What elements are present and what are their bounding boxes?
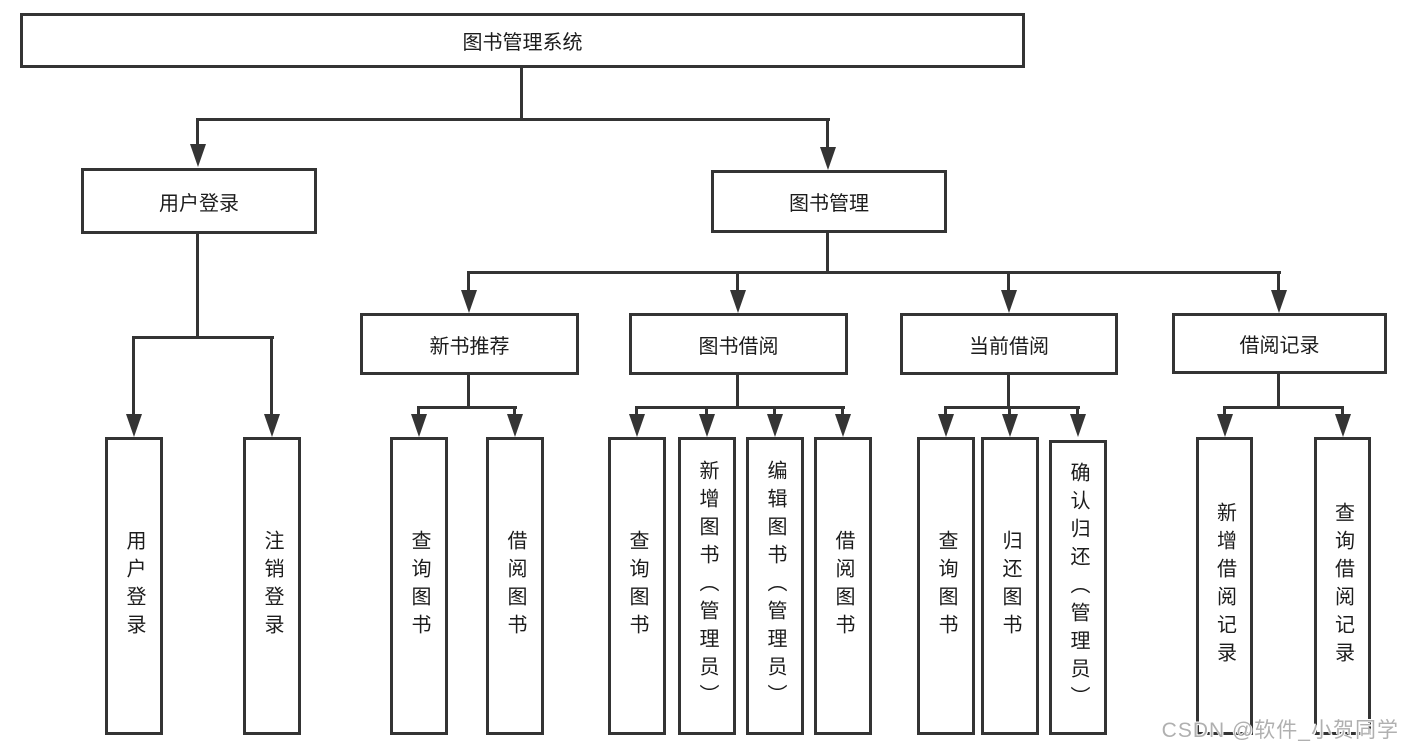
node-new-book-recommend: 新书推荐 xyxy=(360,313,579,375)
arrowhead-cb-query xyxy=(938,414,954,437)
leaf-query-book-borrow: 查询图书 xyxy=(608,437,666,735)
connector-user-login-hline xyxy=(132,336,274,339)
connector-book-mgmt-hline xyxy=(467,271,1281,274)
node-book-mgmt: 图书管理 xyxy=(711,170,947,233)
arrowhead-current-borrow xyxy=(1001,290,1017,313)
node-borrow-record-label: 借阅记录 xyxy=(1239,335,1320,357)
connector-drop-bb-borrow xyxy=(841,406,844,416)
leaf-query-borrow-record: 查询借阅记录 xyxy=(1314,437,1371,735)
connector-drop-cb-query xyxy=(944,406,947,416)
connector-book-borrow-stub xyxy=(736,373,739,409)
node-current-borrow: 当前借阅 xyxy=(900,313,1118,375)
leaf-edit-book-admin: 编辑图书（管理员） xyxy=(746,437,804,735)
node-book-mgmt-label: 图书管理 xyxy=(789,193,869,215)
connector-book-mgmt-stub xyxy=(826,231,829,274)
connector-root-stub xyxy=(520,66,523,120)
connector-drop-leaf-logout xyxy=(270,336,273,416)
leaf-confirm-return-admin: 确认归还（管理员） xyxy=(1049,440,1107,735)
leaf-edit-book-admin-label: 编辑图书（管理员） xyxy=(764,460,786,712)
connector-drop-bb-add xyxy=(705,406,708,416)
leaf-confirm-return-admin-label: 确认归还（管理员） xyxy=(1067,461,1089,714)
arrowhead-new-book xyxy=(461,290,477,313)
connector-drop-user-login xyxy=(196,118,199,144)
node-book-borrow-label: 图书借阅 xyxy=(698,335,779,358)
leaf-add-book-admin: 新增图书（管理员） xyxy=(678,437,736,735)
connector-drop-current-borrow xyxy=(1007,271,1010,292)
arrowhead-leaf-login xyxy=(126,414,142,437)
connector-drop-br-add xyxy=(1223,406,1226,416)
leaf-query-book-current: 查询图书 xyxy=(917,437,975,735)
arrowhead-cb-confirm xyxy=(1070,414,1086,437)
leaf-return-book-label: 归还图书 xyxy=(999,530,1021,642)
connector-borrow-record-hline xyxy=(1223,406,1344,409)
leaf-query-book-current-label: 查询图书 xyxy=(935,530,957,642)
leaf-borrow-book-newbook-label: 借阅图书 xyxy=(504,530,526,642)
leaf-borrow-book-label: 借阅图书 xyxy=(832,530,854,642)
arrowhead-bb-query xyxy=(629,414,645,437)
node-user-login-label: 用户登录 xyxy=(159,192,239,215)
arrowhead-book-mgmt xyxy=(820,147,836,170)
arrowhead-br-add xyxy=(1217,414,1233,437)
arrowhead-bb-borrow xyxy=(835,414,851,437)
node-root-label: 图书管理系统 xyxy=(462,32,583,54)
connector-drop-new-book xyxy=(467,271,470,292)
leaf-user-login: 用户登录 xyxy=(105,437,163,735)
connector-drop-leaf-login xyxy=(132,336,135,416)
connector-drop-bb-edit xyxy=(773,406,776,416)
leaf-user-login-label: 用户登录 xyxy=(123,530,145,642)
leaf-add-borrow-record: 新增借阅记录 xyxy=(1196,437,1253,735)
arrowhead-nb-borrow xyxy=(507,414,523,437)
leaf-return-book: 归还图书 xyxy=(981,437,1039,735)
leaf-logout-label: 注销登录 xyxy=(261,530,283,642)
node-book-borrow: 图书借阅 xyxy=(629,313,848,375)
arrowhead-bb-edit xyxy=(767,414,783,437)
connector-drop-nb-borrow xyxy=(513,406,516,416)
arrowhead-book-borrow xyxy=(730,290,746,313)
leaf-logout: 注销登录 xyxy=(243,437,301,735)
leaf-borrow-book: 借阅图书 xyxy=(814,437,872,735)
arrowhead-bb-add xyxy=(699,414,715,437)
connector-root-hline xyxy=(196,118,830,121)
connector-user-login-stub xyxy=(196,232,199,339)
connector-drop-nb-query xyxy=(417,406,420,416)
connector-borrow-record-stub xyxy=(1277,373,1280,409)
connector-drop-bb-query xyxy=(635,406,638,416)
connector-drop-cb-confirm xyxy=(1076,406,1079,416)
connector-new-book-stub xyxy=(467,373,470,409)
leaf-query-book-newbook: 查询图书 xyxy=(390,437,448,735)
connector-drop-borrow-record xyxy=(1277,271,1280,292)
leaf-query-book-newbook-label: 查询图书 xyxy=(408,530,430,642)
connector-new-book-hline xyxy=(417,406,517,409)
node-new-book-recommend-label: 新书推荐 xyxy=(429,335,510,358)
connector-current-borrow-stub xyxy=(1007,373,1010,409)
node-user-login: 用户登录 xyxy=(81,168,317,234)
connector-drop-cb-return xyxy=(1008,406,1011,416)
arrowhead-nb-query xyxy=(411,414,427,437)
arrowhead-leaf-logout xyxy=(264,414,280,437)
connector-book-borrow-hline xyxy=(635,406,845,409)
leaf-borrow-book-newbook: 借阅图书 xyxy=(486,437,544,735)
arrowhead-cb-return xyxy=(1002,414,1018,437)
leaf-add-borrow-record-label: 新增借阅记录 xyxy=(1213,502,1236,670)
csdn-watermark: CSDN @软件_小贺同学 xyxy=(1161,719,1399,742)
node-borrow-record: 借阅记录 xyxy=(1172,313,1387,374)
connector-drop-book-borrow xyxy=(736,271,739,292)
connector-drop-book-mgmt xyxy=(826,118,829,148)
connector-current-borrow-hline xyxy=(944,406,1080,409)
leaf-query-book-borrow-label: 查询图书 xyxy=(626,530,648,642)
arrowhead-user-login xyxy=(190,144,206,167)
leaf-add-book-admin-label: 新增图书（管理员） xyxy=(696,460,718,712)
arrowhead-borrow-record xyxy=(1271,290,1287,313)
node-root: 图书管理系统 xyxy=(20,13,1025,68)
arrowhead-br-query xyxy=(1335,414,1351,437)
node-current-borrow-label: 当前借阅 xyxy=(969,335,1049,358)
connector-drop-br-query xyxy=(1341,406,1344,416)
leaf-query-borrow-record-label: 查询借阅记录 xyxy=(1331,502,1354,670)
